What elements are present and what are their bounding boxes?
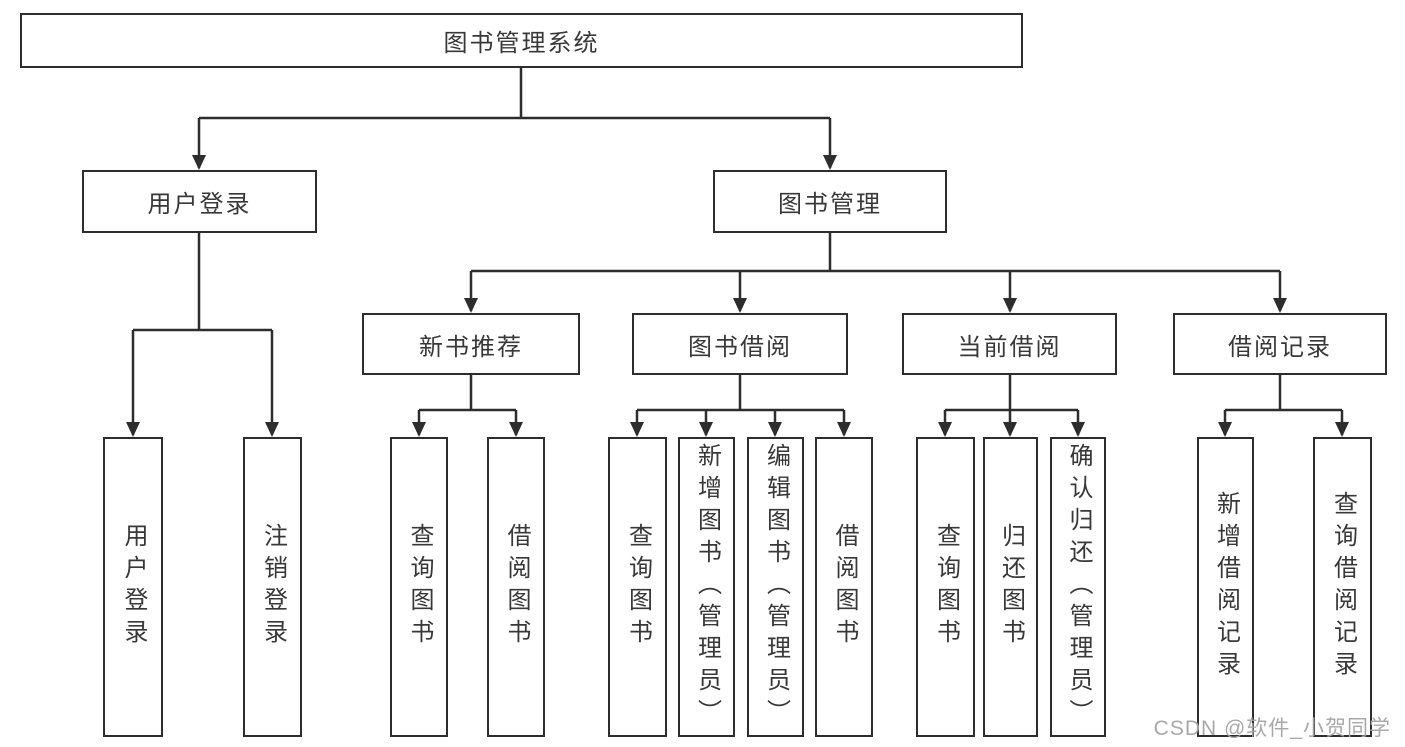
leaf-add-book-admin: 新增图书（管理员） [678, 437, 735, 737]
new-book-recommend-label: 新书推荐 [419, 333, 523, 361]
leaf-edit-book-admin: 编辑图书（管理员） [747, 437, 804, 737]
book-management-label: 图书管理 [778, 191, 882, 218]
leaf-add-borrow-record: 新增借阅记录 [1197, 437, 1254, 737]
leaf-query-book-2: 查询图书 [608, 437, 667, 737]
book-borrow-box: 图书借阅 [632, 313, 848, 375]
leaf-borrow-book-2: 借阅图书 [815, 437, 873, 737]
current-borrow-label: 当前借阅 [957, 333, 1062, 361]
system-root-box: 图书管理系统 [20, 13, 1023, 68]
leaf-user-login-label: 用户登录 [120, 523, 147, 651]
leaf-query-book-3: 查询图书 [916, 437, 975, 737]
connector-lines [131, 66, 1344, 435]
leaf-logout-label: 注销登录 [259, 523, 287, 651]
user-login-box: 用户登录 [82, 170, 317, 233]
leaf-return-book: 归还图书 [983, 437, 1038, 737]
book-borrow-label: 图书借阅 [688, 333, 792, 361]
borrow-record-label: 借阅记录 [1228, 333, 1332, 361]
leaf-query-book-3-label: 查询图书 [932, 523, 960, 651]
leaf-borrow-book-1-label: 借阅图书 [503, 523, 530, 651]
current-borrow-box: 当前借阅 [902, 313, 1117, 375]
watermark-text: CSDN @软件_小贺同学 [1153, 717, 1391, 740]
leaf-query-book-2-label: 查询图书 [624, 523, 652, 651]
user-login-label: 用户登录 [147, 191, 252, 218]
leaf-add-book-admin-label: 新增图书（管理员） [693, 443, 721, 731]
new-book-recommend-box: 新书推荐 [362, 313, 580, 375]
leaf-borrow-book-1: 借阅图书 [487, 437, 545, 737]
system-root-label: 图书管理系统 [443, 30, 600, 57]
leaf-confirm-return-admin: 确认归还（管理员） [1050, 437, 1106, 737]
leaf-query-book-1: 查询图书 [390, 437, 448, 737]
leaf-edit-book-admin-label: 编辑图书（管理员） [762, 443, 790, 731]
leaf-borrow-book-2-label: 借阅图书 [831, 523, 858, 651]
book-management-box: 图书管理 [713, 170, 947, 233]
leaf-logout: 注销登录 [243, 437, 302, 737]
leaf-add-borrow-record-label: 新增借阅记录 [1212, 491, 1240, 683]
leaf-query-book-1-label: 查询图书 [406, 523, 433, 651]
leaf-query-borrow-record-label: 查询借阅记录 [1329, 491, 1357, 683]
leaf-return-book-label: 归还图书 [997, 523, 1025, 651]
leaf-user-login: 用户登录 [103, 437, 163, 737]
leaf-query-borrow-record: 查询借阅记录 [1313, 437, 1372, 737]
borrow-record-box: 借阅记录 [1173, 313, 1387, 375]
leaf-confirm-return-admin-label: 确认归还（管理员） [1065, 443, 1092, 731]
